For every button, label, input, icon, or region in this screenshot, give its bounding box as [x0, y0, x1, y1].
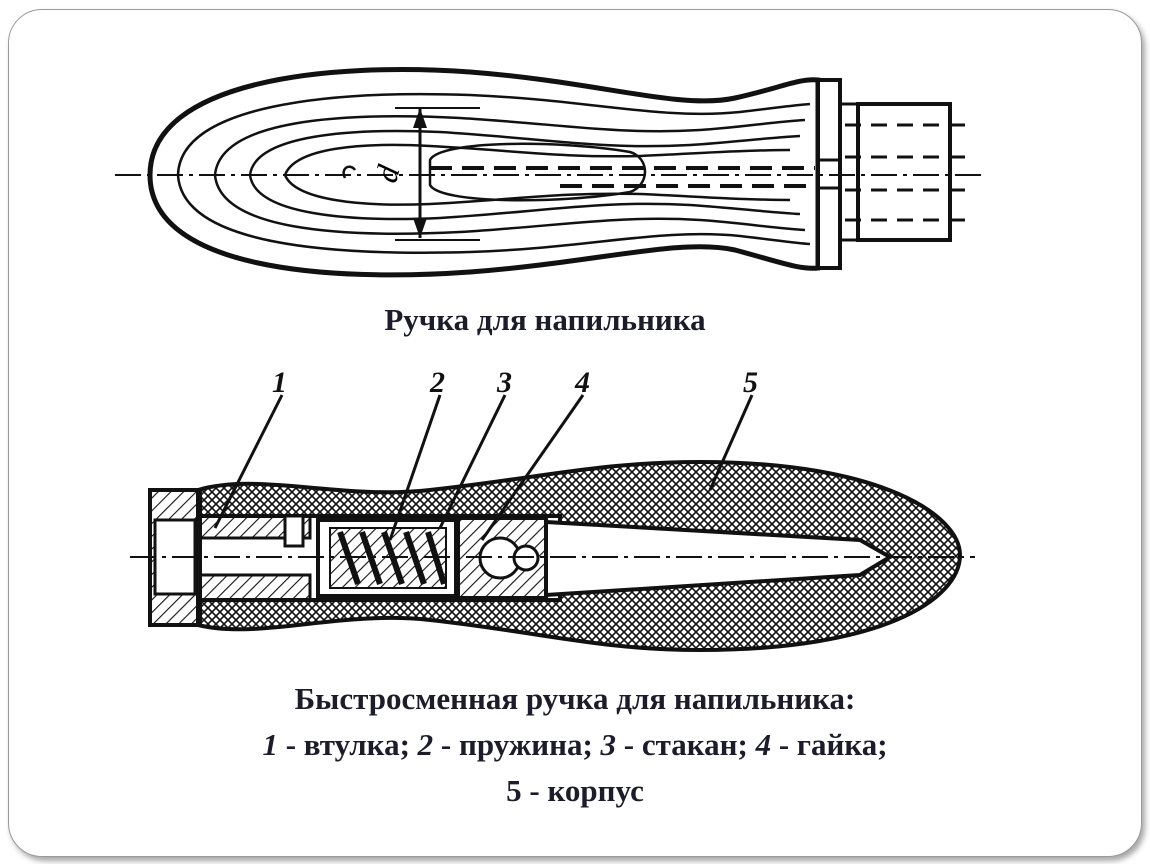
- tang-socket: [544, 519, 894, 598]
- caption-file-handle: Ручка для напильника: [384, 302, 706, 337]
- caption-quick-change-handle: Быстросменная ручка для напильника: 1 - …: [0, 676, 1150, 814]
- legend-text-3: - стакан;: [616, 727, 756, 762]
- legend-num-4: 4: [755, 727, 772, 762]
- legend-num-1: 1: [262, 727, 278, 762]
- caption-legend: 1 - втулка; 2 - пружина; 3 - стакан; 4 -…: [0, 722, 1150, 768]
- callout-1: 1: [272, 366, 287, 399]
- legend-num-2: 2: [417, 727, 434, 762]
- callout-3: 3: [496, 366, 512, 399]
- legend-item-5: 5 - корпус: [506, 773, 644, 808]
- wood-grain: [176, 92, 811, 254]
- legend-text-1: - втулка;: [277, 727, 418, 762]
- caption-title: Быстросменная ручка для напильника:: [294, 681, 856, 716]
- callout-2: 2: [429, 366, 445, 399]
- legend-text-4: - гайка;: [771, 727, 888, 762]
- callout-5: 5: [743, 366, 758, 399]
- legend-num-3: 3: [600, 727, 617, 762]
- file-tang: [856, 102, 952, 242]
- callout-4: 4: [574, 366, 590, 399]
- legend-text-2: - пружина;: [433, 727, 601, 762]
